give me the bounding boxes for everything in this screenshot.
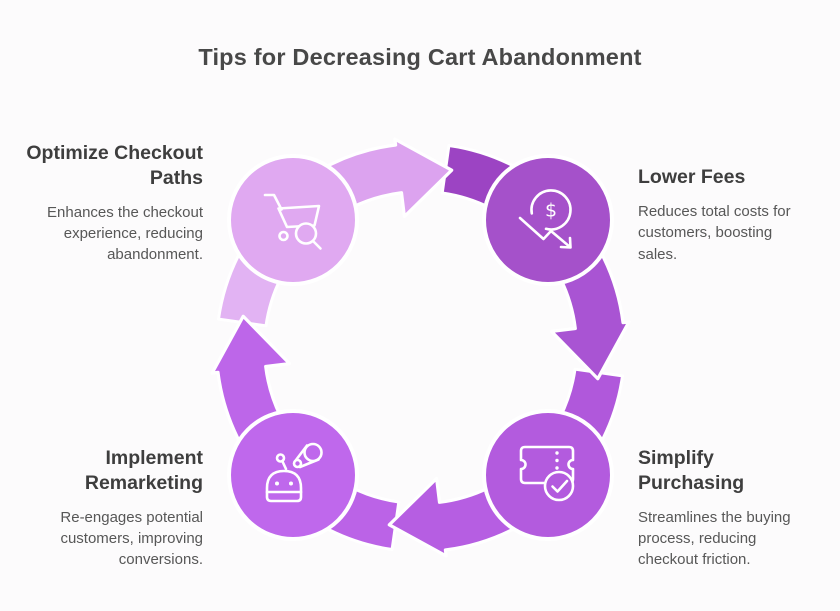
node-description-lower-fees: Reduces total costs for customers, boost…	[638, 202, 791, 263]
node-heading-optimize-checkout: Optimize Checkout Paths	[26, 142, 203, 189]
robot-megaphone-icon	[265, 442, 323, 503]
node-description-optimize-checkout: Enhances the checkout experience, reduci…	[47, 203, 203, 264]
page-title: Tips for Decreasing Cart Abandonment	[198, 44, 642, 70]
ticket-check-icon	[519, 445, 575, 502]
node-circle-implement-remarketing	[227, 409, 359, 541]
node-circle-optimize-checkout	[227, 154, 359, 286]
node-description-implement-remarketing: Re-engages potential customers, improvin…	[60, 508, 203, 569]
node-circle-lower-fees	[482, 154, 614, 286]
cart-search-icon	[263, 193, 322, 250]
node-heading-simplify-purchasing: Simplify Purchasing	[638, 447, 745, 494]
node-text-lower-fees: Lower Fees Reduces total costs for custo…	[638, 165, 813, 265]
node-text-optimize-checkout: Optimize Checkout Paths Enhances the che…	[13, 141, 203, 266]
svg-text:$: $	[545, 200, 557, 222]
node-heading-implement-remarketing: Implement Remarketing	[84, 447, 203, 494]
dollar-decrease-icon: $	[518, 189, 572, 249]
node-circle-simplify-purchasing	[482, 409, 614, 541]
node-text-implement-remarketing: Implement Remarketing Re-engages potenti…	[18, 446, 203, 571]
node-description-simplify-purchasing: Streamlines the buying process, reducing…	[638, 508, 791, 569]
node-heading-lower-fees: Lower Fees	[638, 166, 746, 188]
node-text-simplify-purchasing: Simplify Purchasing Streamlines the buyi…	[638, 446, 818, 571]
